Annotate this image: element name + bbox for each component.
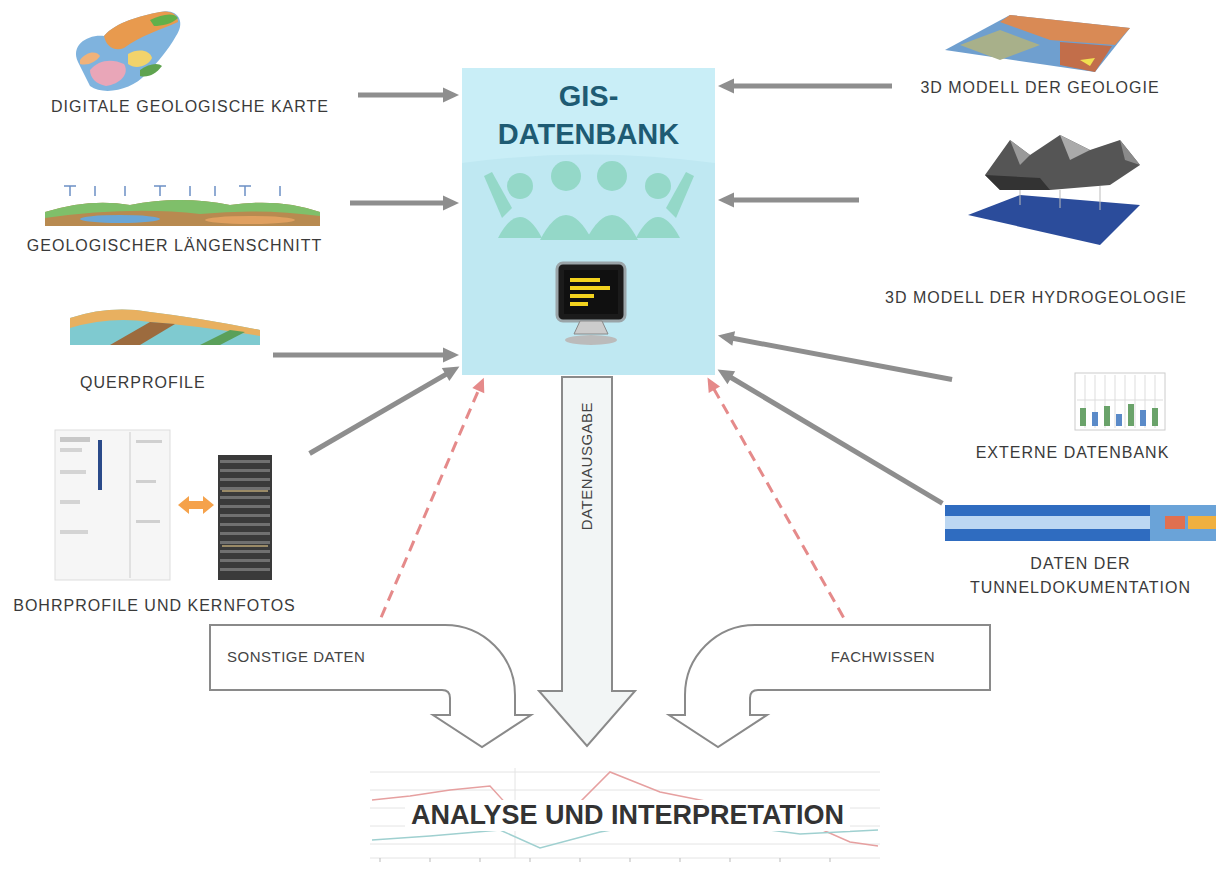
input-arrow [350,196,459,211]
arrowhead [443,88,459,103]
input-arrow [718,370,943,504]
curved-arrow-shape [205,620,535,750]
database-title: GIS- DATENBANK [472,78,705,153]
input-arrow [273,348,459,363]
vertical-label: DATENAUSGABE [579,402,597,530]
arrow-outline [669,625,990,747]
source-item: GEOLOGISCHER LÄNGENSCHNITT [2,180,347,255]
source-label: DATEN DER TUNNELDOKUMENTATION [945,552,1216,600]
arrowhead [443,348,459,363]
feedback-dashed-arrow [707,378,843,618]
arrowhead [718,331,735,346]
source-item: 3D MODELL DER GEOLOGIE [895,5,1185,97]
source-label: 3D MODELL DER HYDROGEOLOGIE [862,288,1210,307]
arrow-label: FACHWISSEN [831,648,935,666]
cross-section-picture [70,310,260,345]
connector-line [729,376,942,503]
analysis-chart-background [370,768,880,862]
source-label: DIGITALE GEOLOGISCHE KARTE [25,97,355,116]
input-arrow [718,79,892,94]
source-item: QUERPROFILE [60,300,270,392]
source-item: DATEN DER TUNNELDOKUMENTATION [945,500,1216,600]
arrow-outline [539,377,635,746]
database-illustration [462,68,715,375]
geologic-map-picture [76,11,180,91]
arrowhead [472,378,484,393]
connector-line [732,198,859,203]
curved-input-arrow: SONSTIGE DATEN [205,620,535,750]
arrow-label: SONSTIGE DATEN [227,648,365,666]
source-label: EXTERNE DATENBANK [955,443,1190,462]
source-label: 3D MODELL DER GEOLOGIE [895,78,1185,97]
source-label: BOHRPROFILE UND KERNFOTOS [2,596,307,615]
database-box: GIS- DATENBANK [462,68,715,375]
connector-line [381,389,479,618]
borehole-log-picture [55,430,272,580]
input-arrow [718,331,952,379]
connector-line [310,373,448,453]
connector-line [731,338,952,379]
source-item: DIGITALE GEOLOGISCHE KARTE [25,8,355,116]
connector-line [713,388,843,617]
source-label: QUERPROFILE [60,373,270,392]
input-arrow [718,193,859,208]
external-database-picture [1075,373,1165,430]
analysis-title: ANALYSE UND INTERPRETATION [405,800,850,831]
connector-line [732,84,892,89]
arrowhead [718,193,734,208]
source-item: BOHRPROFILE UND KERNFOTOS [2,425,307,615]
input-arrow [310,367,460,454]
connector-line [358,93,445,98]
arrowhead [707,378,720,393]
source-item: 3D MODELL DER HYDROGEOLOGIE [862,130,1210,307]
analysis-panel: ANALYSE UND INTERPRETATION [370,768,885,863]
arrow-outline [210,625,531,747]
curved-arrow-shape [665,620,995,750]
arrowhead [718,79,734,94]
source-label: GEOLOGISCHER LÄNGENSCHNITT [2,236,347,255]
input-arrow [358,88,459,103]
feedback-dashed-arrow [381,378,484,617]
geology-3d-model-picture [945,15,1130,72]
tunnel-documentation-picture [945,505,1216,541]
hydrogeology-3d-model-picture [968,135,1140,245]
connector-line [350,201,445,206]
arrowhead [443,196,459,211]
arrowhead [718,370,736,385]
output-arrow: DATENAUSGABE [535,376,640,748]
longitudinal-section-picture [45,186,320,226]
connector-line [273,353,445,358]
arrowhead [442,367,460,382]
curved-input-arrow: FACHWISSEN [665,620,995,750]
source-item: EXTERNE DATENBANK [955,370,1190,462]
